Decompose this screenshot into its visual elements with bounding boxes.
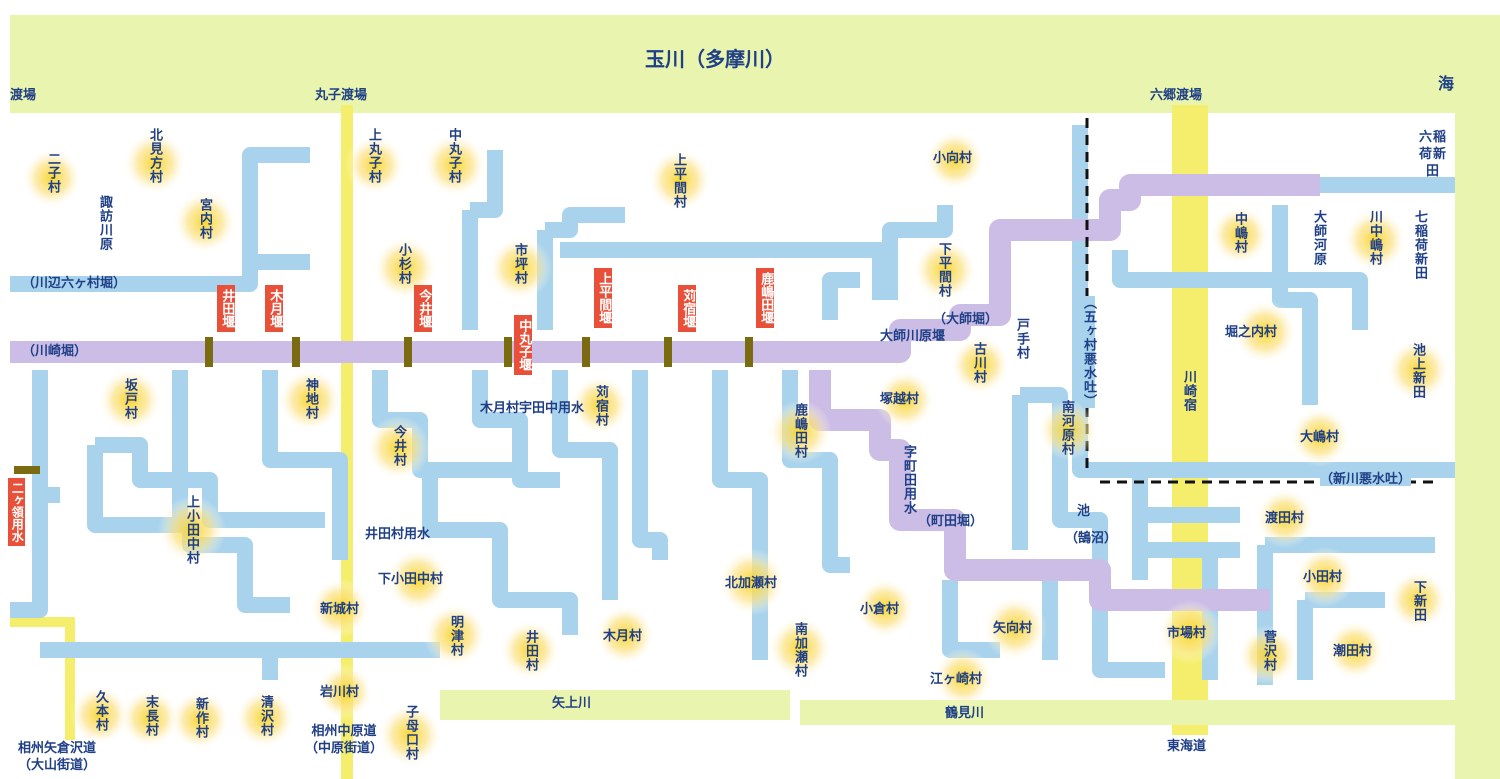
village-nanainari: 七稲荷新田 xyxy=(1412,210,1427,280)
road-kawasakijuku: 川崎宿 xyxy=(1181,370,1196,412)
village-gouchi: 神地村 xyxy=(303,378,318,420)
yagami-river xyxy=(440,690,790,720)
village-kiyosawa: 清沢村 xyxy=(258,695,273,737)
village-kitamikata: 北見方村 xyxy=(147,128,162,184)
channel-daishigawara: 大師川原堰 xyxy=(880,329,946,344)
village-kitakase: 北加瀬村 xyxy=(725,576,778,591)
village-shimokodanaka: 下小田中村 xyxy=(378,572,444,587)
channel-daishi: （大師堀） xyxy=(933,312,999,327)
channel-kawabe: （川辺六ヶ村堀） xyxy=(22,276,127,291)
channel-tsurumigawa: 鶴見川 xyxy=(945,706,985,721)
village-yako: 矢向村 xyxy=(993,621,1033,636)
village-hisamoto: 久本村 xyxy=(93,690,108,732)
village-kizuki: 木月村 xyxy=(603,629,643,644)
drain-lines xyxy=(1085,118,1440,484)
village-sugesawa: 菅沢村 xyxy=(1261,630,1276,672)
weir-bars xyxy=(14,337,753,474)
village-egasaki: 江ヶ崎村 xyxy=(930,672,983,687)
weir-kizuki: 木月堰 xyxy=(265,285,284,332)
sea-label: 海 xyxy=(1438,74,1455,93)
village-imai: 今井村 xyxy=(391,425,406,467)
village-shimoshinden: 下新田 xyxy=(1411,580,1426,622)
village-kamikodanaka: 上小田中村 xyxy=(184,495,199,565)
weir-kamihirama: 上平間堰 xyxy=(594,268,613,328)
village-horinouchi: 堀之内村 xyxy=(1225,325,1278,340)
channel-yagamigawa: 矢上川 xyxy=(552,696,592,711)
village-ikegami: 池上新田 xyxy=(1410,343,1425,399)
river-title: 玉川（多摩川） xyxy=(645,47,785,71)
village-ichinotsubo: 市坪村 xyxy=(512,243,527,285)
village-kosugi: 小杉村 xyxy=(396,243,411,285)
village-ogura: 小倉村 xyxy=(860,602,900,617)
channel-ida-yosui: 井田村用水 xyxy=(365,527,431,542)
village-shinsaku: 新作村 xyxy=(193,697,208,739)
road-nakahara: 相州中原道 （中原街道） xyxy=(305,724,384,756)
village-oda: 小田村 xyxy=(1303,570,1343,585)
village-sakado: 坂戸村 xyxy=(122,378,137,420)
village-glows xyxy=(22,130,1450,767)
village-furukawa: 古川村 xyxy=(971,342,986,384)
village-kamimaruko: 上丸子村 xyxy=(366,128,381,184)
weir-nakamaruko: 中丸子堰 xyxy=(514,315,533,375)
village-watarida: 渡田村 xyxy=(1265,511,1305,526)
village-tode: 戸手村 xyxy=(1014,318,1029,360)
village-komukai: 小向村 xyxy=(933,151,973,166)
channel-machidabori: （町田堀） xyxy=(918,514,984,529)
channel-shinkawa: （新川悪水吐） xyxy=(1320,472,1412,487)
village-shinjo: 新城村 xyxy=(320,602,360,617)
village-minamigawara: 南河原村 xyxy=(1059,400,1074,456)
village-daishigawara: 大師河原 xyxy=(1311,210,1326,266)
village-shimohirama: 下平間村 xyxy=(936,242,951,298)
village-shibokuchi: 子母口村 xyxy=(403,705,418,761)
channel-ike: 池 xyxy=(1077,504,1091,519)
weir-ida: 井田堰 xyxy=(217,285,236,332)
channel-gokason: （五ヶ村悪水吐） xyxy=(1081,296,1096,408)
village-miyauchi: 宮内村 xyxy=(197,198,212,240)
weir-imai: 今井堰 xyxy=(414,285,433,332)
road-tokaido: 東海道 xyxy=(1167,739,1207,754)
weir-kariyado: 苅宿堰 xyxy=(678,285,697,332)
channel-kugenuma: （鵠沼） xyxy=(1065,531,1118,546)
village-mutsuinari: 六稲荷新田 xyxy=(1418,130,1447,179)
village-ida: 井田村 xyxy=(523,630,538,672)
village-suenaga: 末長村 xyxy=(143,695,158,737)
village-ichiba: 市場村 xyxy=(1167,626,1207,641)
village-kariyado: 苅宿村 xyxy=(593,385,608,427)
channel-kizuki-uda: 木月村宇田中用水 xyxy=(480,401,585,416)
weir-nikaryo: 二ヶ領用水 xyxy=(8,478,26,546)
tsurumi-river xyxy=(800,700,1460,725)
road-yagura: 相州矢倉沢道 （大山街道） xyxy=(18,741,97,773)
village-nakamaruko: 中丸子村 xyxy=(446,128,461,184)
village-kawanakajima: 川中嶋村 xyxy=(1367,210,1382,266)
channel-azamachi: 字町田用水 xyxy=(901,445,916,515)
sea-edge xyxy=(1455,15,1500,779)
tama-river xyxy=(10,15,1475,113)
village-nakajima: 中嶋村 xyxy=(1232,212,1247,254)
village-aketsu: 明津村 xyxy=(448,615,463,657)
crossing-maruko: 丸子渡場 xyxy=(315,88,368,103)
village-suwagawara: 諏訪川原 xyxy=(97,195,112,251)
village-tsukagoshi: 塚越村 xyxy=(880,392,920,407)
crossing-rokugo: 六郷渡場 xyxy=(1150,88,1203,103)
crossing-left: 渡場 xyxy=(10,88,37,103)
village-ojima: 大嶋村 xyxy=(1300,430,1340,445)
weir-kashimada: 鹿嶋田堰 xyxy=(756,268,775,328)
village-kamihirama: 上平間村 xyxy=(671,153,686,209)
village-futago: 二子村 xyxy=(45,152,60,194)
yagura-road xyxy=(10,617,75,740)
village-ushioda: 潮田村 xyxy=(1333,644,1373,659)
village-kashimada: 鹿嶋田村 xyxy=(792,403,807,459)
channel-kawasakibori: （川崎堀） xyxy=(22,344,88,359)
village-iwakawa: 岩川村 xyxy=(320,685,360,700)
village-minamikase: 南加瀬村 xyxy=(792,622,807,678)
main-channels xyxy=(10,174,1320,611)
